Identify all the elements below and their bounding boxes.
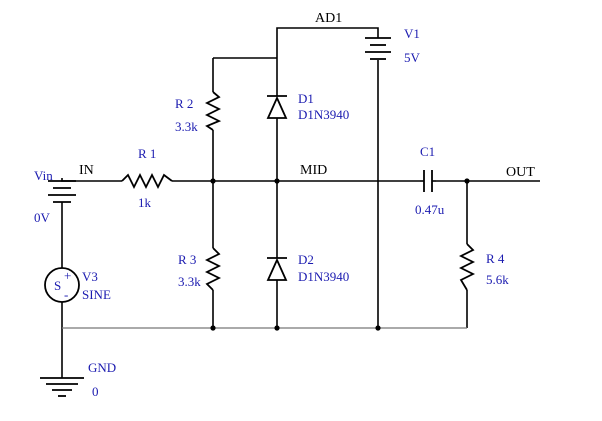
vin-value: 0V — [34, 210, 51, 225]
capacitor-c1[interactable] — [420, 170, 436, 192]
r2-name: R 2 — [175, 96, 193, 111]
vin-source[interactable] — [48, 180, 76, 208]
junctions — [210, 178, 470, 331]
diode-d2[interactable] — [266, 257, 288, 281]
r3-value: 3.3k — [178, 274, 201, 289]
resistor-r1[interactable] — [121, 172, 173, 190]
ground-symbol[interactable] — [40, 377, 84, 397]
d1-name: D1 — [298, 91, 314, 106]
v3-minus: - — [64, 287, 68, 302]
r1-value: 1k — [138, 195, 152, 210]
r4-name: R 4 — [486, 251, 505, 266]
r4-value: 5.6k — [486, 272, 509, 287]
wire-ad1 — [276, 27, 379, 58]
junction-r3-gnd — [210, 325, 216, 331]
resistor-r3[interactable] — [204, 247, 222, 291]
c1-value: 0.47u — [415, 202, 445, 217]
r4-zigzag — [458, 243, 476, 291]
vin-name: Vin — [34, 168, 53, 183]
r2-zigzag — [204, 91, 222, 131]
net-label-ad1: AD1 — [315, 11, 342, 26]
d2-value: D1N3940 — [298, 269, 349, 284]
net-label-mid: MID — [300, 163, 327, 178]
wires — [61, 27, 540, 378]
junction-d-mid — [274, 178, 280, 184]
gnd-node-label: 0 — [92, 384, 99, 399]
net-label-in: IN — [79, 163, 94, 178]
diode-d1[interactable] — [266, 95, 288, 119]
sine-source-v3[interactable] — [44, 267, 80, 303]
d2-triangle — [266, 257, 288, 281]
c1-name: C1 — [420, 144, 435, 159]
r3-zigzag — [204, 247, 222, 291]
junction-d2-gnd — [274, 325, 280, 331]
d2-name: D2 — [298, 252, 314, 267]
d1-value: D1N3940 — [298, 107, 349, 122]
v1-value: 5V — [404, 50, 421, 65]
resistor-r4[interactable] — [458, 243, 476, 291]
r1-zigzag — [121, 172, 173, 190]
junction-r2-mid — [210, 178, 216, 184]
v3-plus: + — [64, 268, 71, 283]
v3-name: V3 — [82, 269, 98, 284]
v3-sine-symbol: S — [54, 278, 61, 293]
r2-value: 3.3k — [175, 119, 198, 134]
battery-v1[interactable] — [365, 37, 391, 60]
v1-name: V1 — [404, 26, 420, 41]
resistor-r2[interactable] — [204, 91, 222, 131]
d1-triangle — [266, 95, 288, 119]
junction-v1-gnd — [375, 325, 381, 331]
v3-circle — [44, 267, 80, 303]
junction-out — [464, 178, 470, 184]
r3-name: R 3 — [178, 252, 196, 267]
net-label-out: OUT — [506, 165, 535, 180]
v3-value: SINE — [82, 287, 111, 302]
r1-name: R 1 — [138, 146, 156, 161]
gnd-label: GND — [88, 360, 116, 375]
